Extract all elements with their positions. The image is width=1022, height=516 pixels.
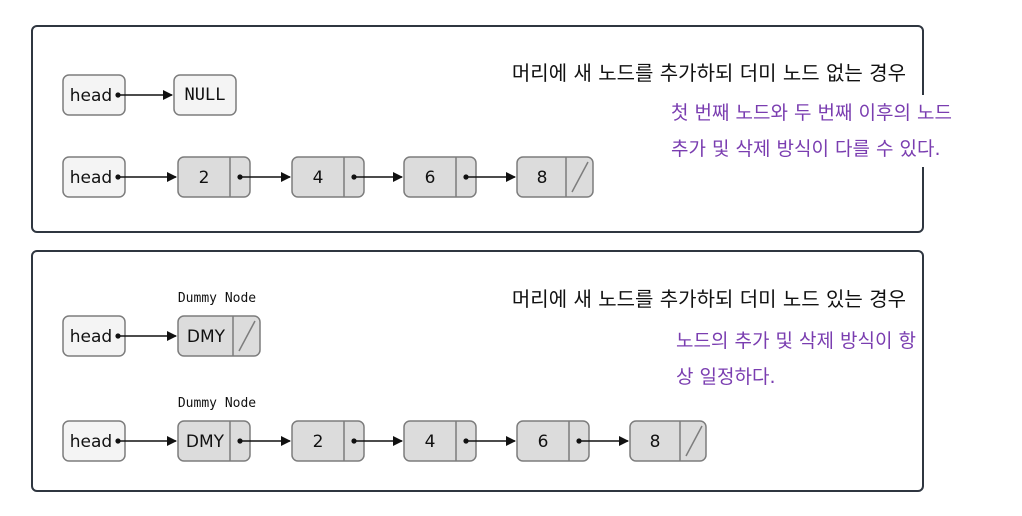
note-line: 노드의 추가 및 삭제 방식이 항 (676, 330, 916, 352)
note-with-dummy: 노드의 추가 및 삭제 방식이 항 상 일정하다. (672, 323, 920, 395)
node-6: 6 (403, 156, 477, 198)
node-value: 6 (425, 168, 436, 188)
head-label: head (70, 432, 112, 452)
node-value: 6 (538, 432, 549, 452)
node-4: 4 (403, 420, 477, 462)
null-box (173, 74, 237, 116)
node-6: 6 (516, 420, 590, 462)
head-label: head (70, 86, 112, 106)
head-label: head (70, 168, 112, 188)
note-line: 추가 및 삭제 방식이 다를 수 있다. (671, 138, 941, 160)
panel-title-with-dummy: 머리에 새 노드를 추가하되 더미 노드 있는 경우 (511, 287, 906, 311)
dummy-node-label: Dummy Node (178, 291, 256, 306)
node-8: 8 (629, 420, 707, 462)
node-8: 8 (516, 156, 594, 198)
null-label: NULL (185, 85, 226, 105)
note-without-dummy: 첫 번째 노드와 두 번째 이후의 노드 추가 및 삭제 방식이 다를 수 있다… (667, 95, 956, 167)
node-value: 2 (199, 168, 210, 188)
dummy-node-label: Dummy Node (178, 396, 256, 411)
node-2: 2 (177, 156, 251, 198)
head-label: head (70, 327, 112, 347)
node-value: 4 (425, 432, 436, 452)
panel-title-without-dummy: 머리에 새 노드를 추가하되 더미 노드 없는 경우 (511, 61, 906, 85)
dummy-node: DMY (177, 315, 261, 357)
dummy-value: DMY (186, 432, 225, 452)
null-slash (571, 161, 589, 193)
note-line: 상 일정하다. (676, 366, 776, 388)
note-line: 첫 번째 노드와 두 번째 이후의 노드 (671, 102, 952, 124)
null-slash (685, 425, 703, 457)
node-value: 8 (537, 168, 548, 188)
dummy-value: DMY (187, 327, 226, 347)
node-value: 2 (313, 432, 324, 452)
node-2: 2 (291, 420, 365, 462)
node-value: 4 (313, 168, 324, 188)
null-slash (238, 320, 256, 352)
node-4: 4 (291, 156, 365, 198)
node-value: 8 (650, 432, 661, 452)
dummy-node: DMY (177, 420, 251, 462)
